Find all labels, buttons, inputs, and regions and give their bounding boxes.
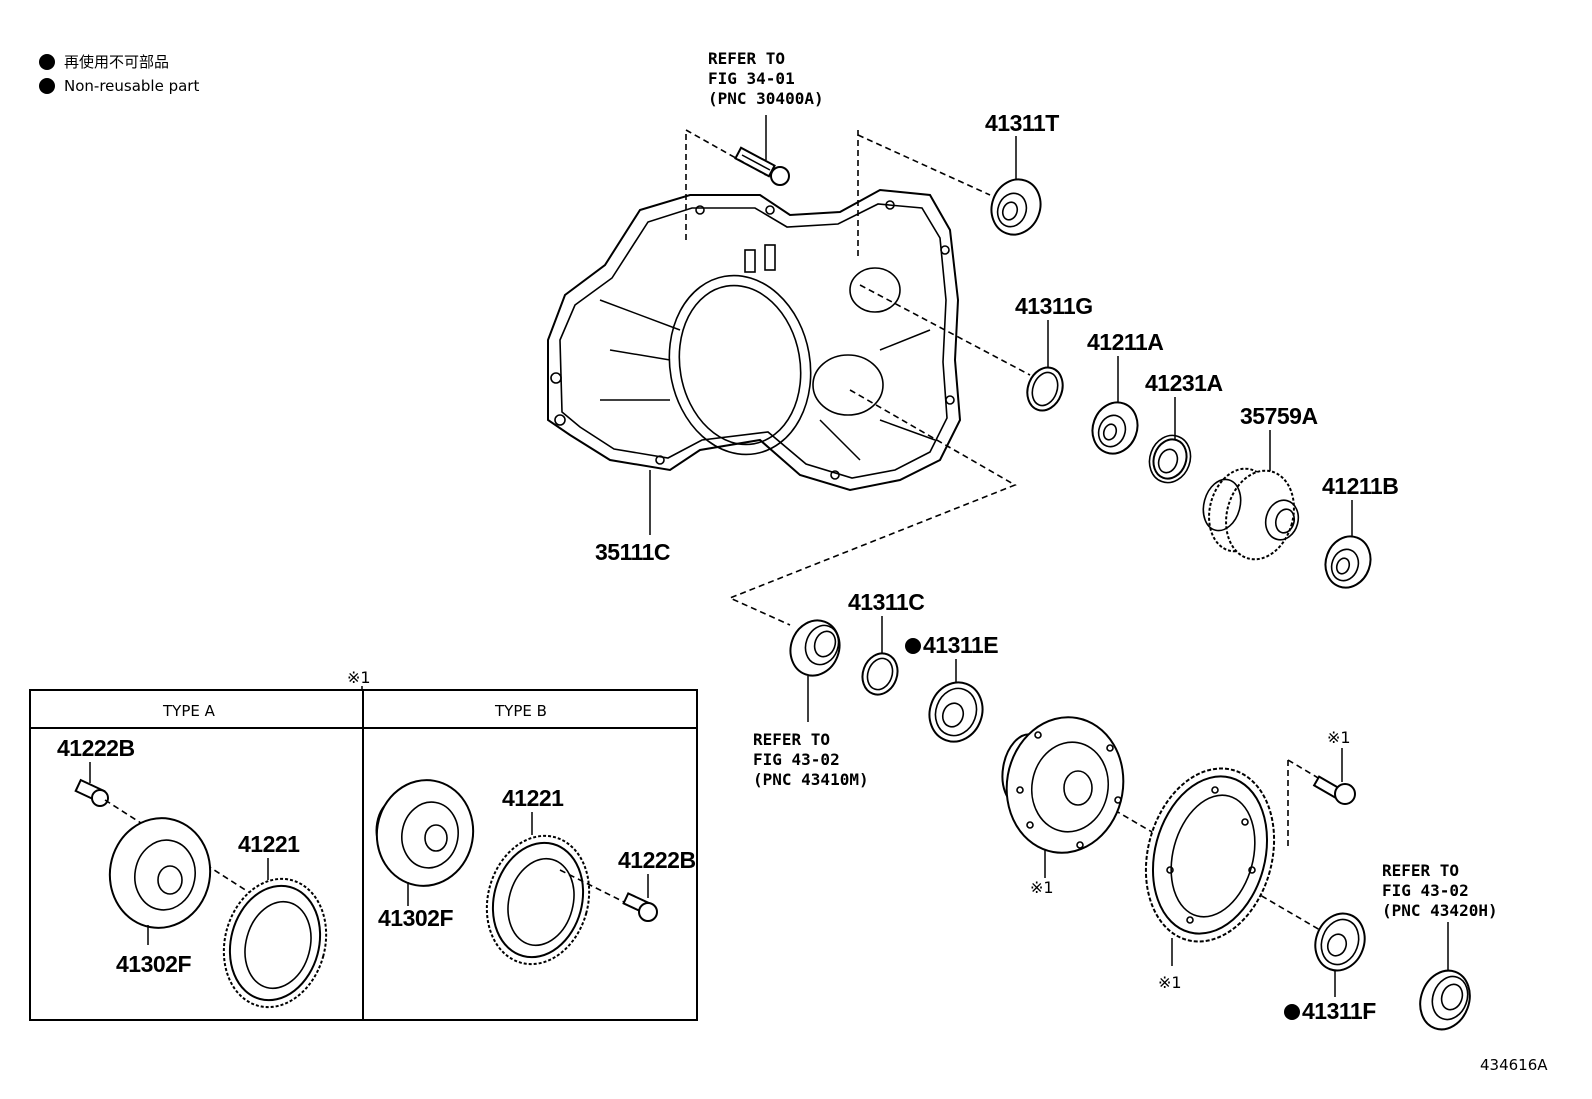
part-41211A: 41211A [1087, 329, 1163, 355]
legend: 再使用不可部品 Non-reusable part [39, 53, 199, 95]
shim-41311G [1026, 366, 1064, 412]
bearing-41311T [990, 178, 1042, 236]
type-b-part-case: 41302F [378, 905, 453, 931]
differential-case [1001, 716, 1125, 854]
ref-mid-line2: FIG 43-02 [753, 750, 840, 769]
part-41311F: 41311F [1302, 998, 1376, 1024]
ref-right-line3: (PNC 43420H) [1382, 901, 1498, 920]
type-a-case [108, 817, 212, 929]
ref-mid-line3: (PNC 43410M) [753, 770, 869, 789]
oil-seal-right [1419, 969, 1471, 1031]
type-a-part-gear: 41221 [238, 831, 300, 857]
oil-seal [789, 619, 841, 677]
type-b-ring-gear [485, 834, 591, 966]
bearing-41211A [1091, 401, 1139, 455]
type-b-part-bolt: 41222B [618, 847, 696, 873]
ref-top-line2: FIG 34-01 [708, 69, 795, 88]
part-35759A: 35759A [1240, 403, 1318, 429]
figure-id: 434616A [1480, 1056, 1548, 1074]
ring-gear-bolt [1312, 775, 1356, 805]
legend-ja: 再使用不可部品 [64, 53, 169, 71]
note-mark-gear: ※1 [1158, 973, 1182, 992]
ref-top-line3: (PNC 30400A) [708, 89, 824, 108]
drive-gear-35759A [1202, 467, 1300, 561]
type-box: ※1 TYPE A TYPE B 41222B 41302F 41221 [29, 668, 698, 1021]
non-reusable-bullet-icon [39, 54, 55, 70]
part-41311C: 41311C [848, 589, 924, 615]
type-b-case [375, 779, 475, 887]
guide-lines [685, 128, 1331, 931]
legend-en: Non-reusable part [64, 77, 199, 95]
non-reusable-mark-41311F [1284, 1004, 1300, 1020]
non-reusable-mark-41311E [905, 638, 921, 654]
non-reusable-bullet-icon [39, 78, 55, 94]
part-41311G: 41311G [1015, 293, 1093, 319]
reference-top: REFER TO FIG 34-01 (PNC 30400A) [708, 49, 824, 160]
housing-bolt [734, 146, 790, 186]
ref-right-line2: FIG 43-02 [1382, 881, 1469, 900]
transaxle-housing [547, 188, 962, 492]
type-b-bolt [622, 892, 658, 922]
reference-right: REFER TO FIG 43-02 (PNC 43420H) [1382, 861, 1498, 972]
bearing-41211B [1324, 535, 1372, 589]
bearing-41311F [1314, 912, 1366, 972]
part-41311T: 41311T [985, 110, 1059, 136]
type-a-ring-gear [222, 877, 328, 1009]
part-41311E: 41311E [923, 632, 998, 658]
part-35111C: 35111C [595, 539, 670, 565]
note-mark-bolt: ※1 [1327, 728, 1351, 747]
bearing-41311E [928, 681, 984, 743]
note-mark-case: ※1 [1030, 878, 1054, 897]
ring-gear [1144, 767, 1276, 943]
type-a-bolt [74, 778, 109, 807]
type-a-part-bolt: 41222B [57, 735, 135, 761]
ref-right-line1: REFER TO [1382, 861, 1459, 880]
ref-top-line1: REFER TO [708, 49, 785, 68]
type-b-title: TYPE B [494, 702, 547, 720]
nut-41231A [1148, 434, 1192, 484]
type-a-title: TYPE A [162, 702, 216, 720]
shim-41311C [861, 652, 899, 696]
ref-mid-line1: REFER TO [753, 730, 830, 749]
part-41231A: 41231A [1145, 370, 1223, 396]
type-box-mark: ※1 [347, 668, 371, 687]
reference-mid: REFER TO FIG 43-02 (PNC 43410M) [753, 730, 869, 789]
type-a-part-case: 41302F [116, 951, 191, 977]
type-b-part-gear: 41221 [502, 785, 564, 811]
part-41211B: 41211B [1322, 473, 1398, 499]
